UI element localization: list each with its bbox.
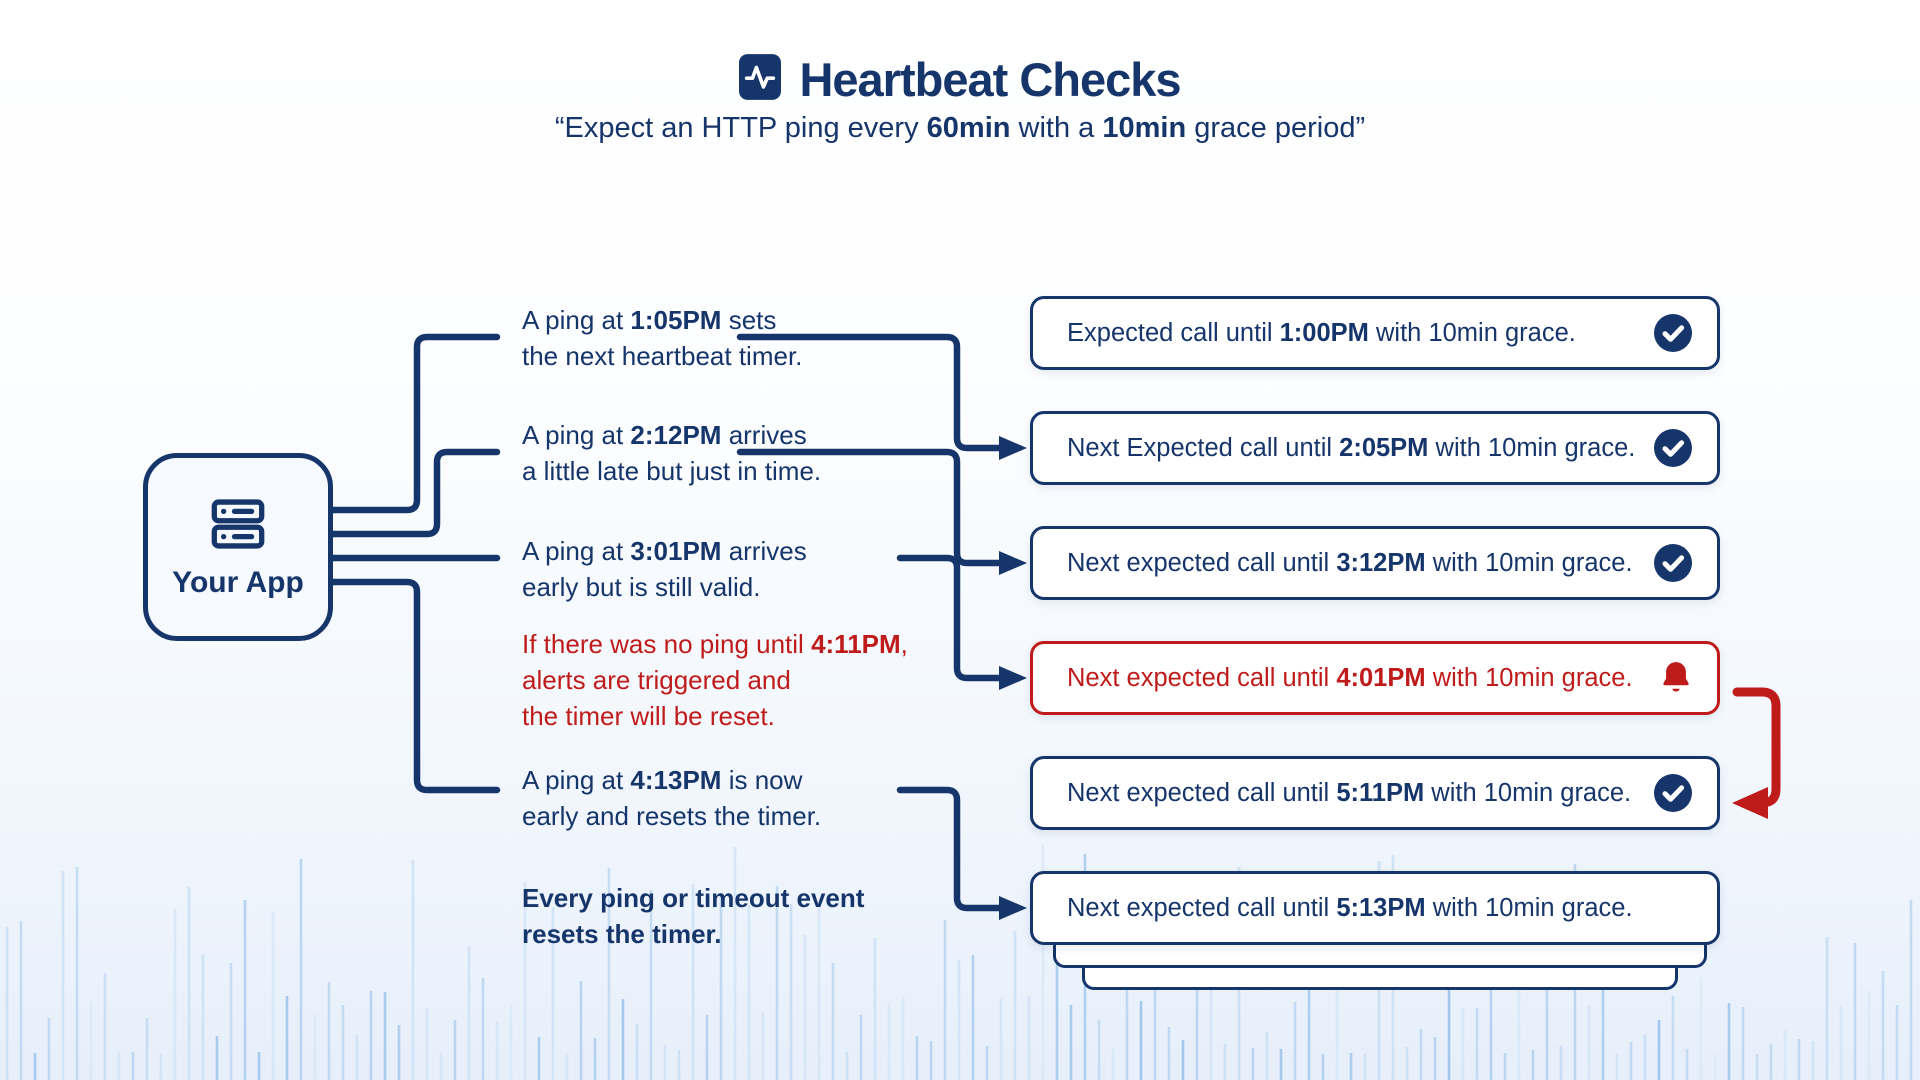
text-segment: “Expect an HTTP ping every bbox=[554, 112, 927, 144]
text-segment: with 10min grace. bbox=[1368, 318, 1576, 347]
text-segment: the timer will be reset. bbox=[522, 701, 775, 731]
status-box-text: Expected call until 1:00PM with 10min gr… bbox=[1067, 319, 1653, 348]
annotation-line: early but is still valid. bbox=[522, 569, 807, 605]
text-segment: A ping at bbox=[522, 420, 631, 450]
bold-value: 3:12PM bbox=[1336, 548, 1426, 577]
check-circle-icon bbox=[1653, 543, 1693, 583]
bold-value: 4:13PM bbox=[630, 765, 722, 795]
text-segment: with 10min grace. bbox=[1428, 433, 1636, 462]
bold-value: 2:05PM bbox=[1339, 433, 1429, 462]
annotation-line: resets the timer. bbox=[522, 916, 864, 952]
status-box-5: Next expected call until 5:11PM with 10m… bbox=[1030, 756, 1720, 830]
text-segment: with 10min grace. bbox=[1425, 893, 1633, 922]
check-circle-icon bbox=[1653, 773, 1693, 813]
annotation-line: A ping at 3:01PM arrives bbox=[522, 533, 807, 569]
annotation-line: Every ping or timeout event bbox=[522, 880, 864, 916]
activity-icon bbox=[739, 54, 782, 105]
text-segment: Next Expected call until bbox=[1067, 433, 1340, 462]
status-box-6: Next expected call until 5:13PM with 10m… bbox=[1030, 871, 1720, 945]
text-segment: arrives bbox=[721, 536, 807, 566]
header: Heartbeat Checks bbox=[0, 52, 1920, 107]
bold-value: 10min bbox=[1102, 112, 1187, 144]
bold-value: 4:11PM bbox=[811, 629, 901, 659]
bold-value: 60min bbox=[926, 112, 1011, 144]
bold-value: 3:01PM bbox=[630, 536, 722, 566]
annotation-line: A ping at 4:13PM is now bbox=[522, 762, 821, 798]
text-segment: Next expected call until bbox=[1067, 893, 1337, 922]
text-segment: alerts are triggered and bbox=[522, 665, 791, 695]
text-segment: a little late but just in time. bbox=[522, 456, 822, 486]
text-segment: the next heartbeat timer. bbox=[522, 341, 803, 371]
status-box-2: Next Expected call until 2:05PM with 10m… bbox=[1030, 411, 1720, 485]
check-circle-icon bbox=[1653, 428, 1693, 468]
bold-value: 1:05PM bbox=[630, 305, 722, 335]
status-box-text: Next expected call until 5:11PM with 10m… bbox=[1067, 779, 1653, 808]
text-segment: If there was no ping until bbox=[522, 629, 812, 659]
status-box-1: Expected call until 1:00PM with 10min gr… bbox=[1030, 296, 1720, 370]
text-segment: with a bbox=[1010, 112, 1103, 144]
your-app-label: Your App bbox=[172, 565, 304, 599]
bold-value: 1:00PM bbox=[1279, 318, 1369, 347]
status-box-4: Next expected call until 4:01PM with 10m… bbox=[1030, 641, 1720, 715]
alert-bell-icon bbox=[1659, 659, 1693, 697]
text-segment: Next expected call until bbox=[1067, 548, 1337, 577]
page-title: Heartbeat Checks bbox=[799, 53, 1181, 106]
annotation-6: Every ping or timeout event resets the ti… bbox=[522, 880, 864, 952]
annotation-line: early and resets the timer. bbox=[522, 798, 821, 834]
text-segment: is now bbox=[721, 765, 803, 795]
annotation-line: A ping at 1:05PM sets bbox=[522, 302, 802, 338]
text-segment: A ping at bbox=[522, 765, 631, 795]
status-box-text: Next expected call until 3:12PM with 10m… bbox=[1067, 549, 1653, 578]
your-app-box: Your App bbox=[143, 453, 333, 641]
subtitle: “Expect an HTTP ping every 60min with a … bbox=[0, 112, 1920, 145]
annotation-4: If there was no ping until 4:11PM,alerts… bbox=[522, 626, 908, 734]
annotation-line: the timer will be reset. bbox=[522, 698, 908, 734]
text-segment: with 10min grace. bbox=[1425, 663, 1633, 692]
text-segment: arrives bbox=[721, 420, 807, 450]
text-segment: A ping at bbox=[522, 536, 631, 566]
bold-value: 4:01PM bbox=[1336, 663, 1426, 692]
text-segment: A ping at bbox=[522, 305, 631, 335]
annotation-line: If there was no ping until 4:11PM, bbox=[522, 626, 908, 662]
status-box-3: Next expected call until 3:12PM with 10m… bbox=[1030, 526, 1720, 600]
annotation-line: alerts are triggered and bbox=[522, 662, 908, 698]
bold-value: resets the timer. bbox=[522, 919, 722, 949]
text-segment: sets bbox=[721, 305, 777, 335]
text-segment: Next expected call until bbox=[1067, 663, 1337, 692]
bold-value: Every ping or timeout event bbox=[522, 883, 865, 913]
status-box-text: Next expected call until 5:13PM with 10m… bbox=[1067, 894, 1693, 923]
text-segment: , bbox=[900, 629, 908, 659]
bold-value: 5:11PM bbox=[1336, 778, 1425, 807]
text-segment: grace period” bbox=[1186, 112, 1366, 144]
status-box-text: Next Expected call until 2:05PM with 10m… bbox=[1067, 434, 1653, 463]
server-icon bbox=[207, 495, 269, 558]
text-segment: Expected call until bbox=[1067, 318, 1280, 347]
text-segment: early and resets the timer. bbox=[522, 801, 822, 831]
annotation-line: the next heartbeat timer. bbox=[522, 338, 802, 374]
annotation-line: A ping at 2:12PM arrives bbox=[522, 417, 821, 453]
bold-value: 5:13PM bbox=[1336, 893, 1426, 922]
annotation-line: a little late but just in time. bbox=[522, 453, 821, 489]
text-segment: early but is still valid. bbox=[522, 572, 761, 602]
bold-value: 2:12PM bbox=[630, 420, 722, 450]
text-segment: with 10min grace. bbox=[1424, 778, 1632, 807]
text-segment: with 10min grace. bbox=[1425, 548, 1633, 577]
text-segment: Next expected call until bbox=[1067, 778, 1337, 807]
check-circle-icon bbox=[1653, 313, 1693, 353]
status-box-text: Next expected call until 4:01PM with 10m… bbox=[1067, 664, 1659, 693]
